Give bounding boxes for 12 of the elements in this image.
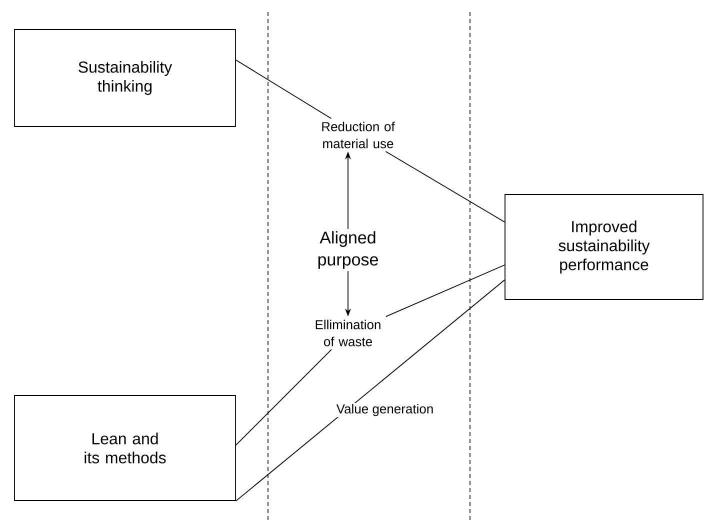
connector-line xyxy=(236,60,332,119)
connector-line xyxy=(385,264,505,317)
connector-line xyxy=(385,151,505,222)
text-label: Ellimination of waste xyxy=(316,320,380,346)
text-label: Reduction of material use xyxy=(322,122,395,148)
connector-line xyxy=(236,349,332,446)
edge-label: Value generation xyxy=(335,402,435,418)
process-box: Improved sustainability performance xyxy=(504,194,704,300)
process-box: Sustainability thinking xyxy=(14,29,236,127)
process-box: Lean and its methods xyxy=(14,395,236,501)
connector-line xyxy=(236,280,505,502)
text-label: Aligned purpose xyxy=(318,231,378,269)
